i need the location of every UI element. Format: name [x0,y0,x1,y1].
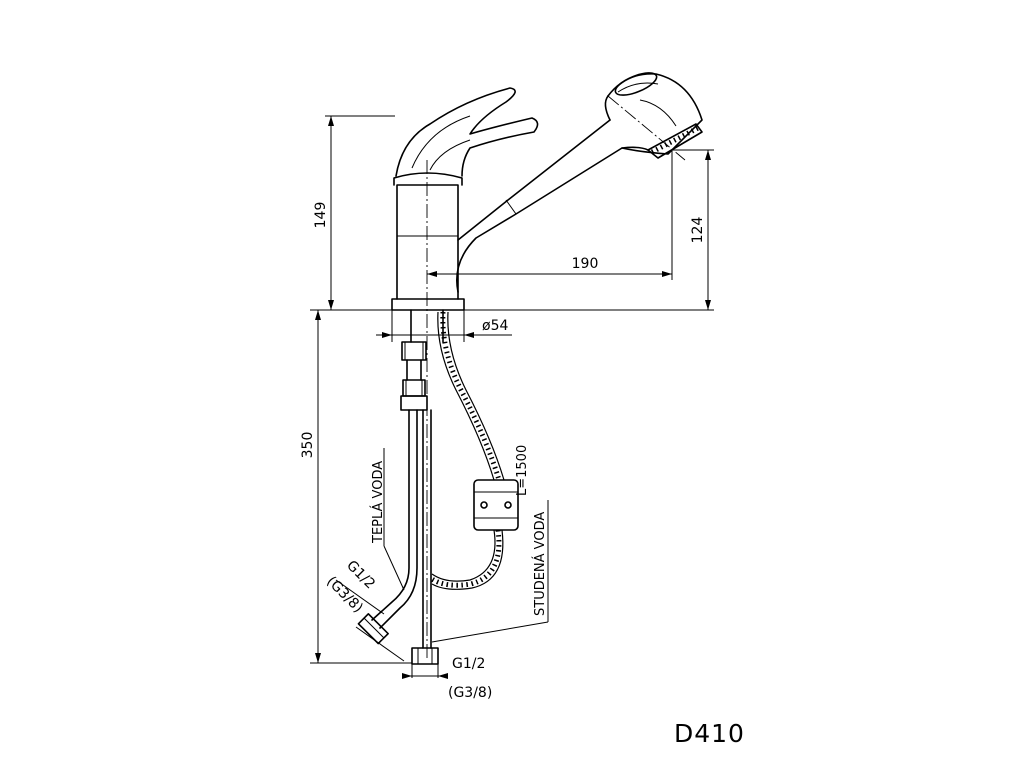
model-code: D410 [674,719,745,748]
dim-149-label: 149 [313,202,329,229]
dimension-190: 190 [427,150,673,280]
dim-diameter-label: ø54 [482,318,508,334]
pull-out-hose [430,311,519,590]
cold-thread-label: G1/2 [452,656,485,672]
cold-water-label: STUDENÁ VODA [532,512,548,616]
dimension-350: 350 [300,309,412,664]
hose-length-label: L=1500 [515,445,530,496]
dim-350-label: 350 [300,432,316,459]
cold-water-hose [402,409,448,679]
hot-water-hose [335,409,418,662]
dimension-diameter-54: ø54 [376,310,512,342]
faucet-body [391,87,539,311]
mounting-shank [400,309,444,411]
cold-thread-alt-label: (G3/8) [448,685,492,701]
pull-out-spout [456,72,703,293]
dim-190-label: 190 [572,256,599,272]
hot-water-label: TEPLÁ VODA [370,461,386,544]
dimension-124: 124 [464,149,714,311]
spray-centerline [607,95,686,161]
dimension-149: 149 [313,115,395,311]
dim-124-label: 124 [690,217,706,244]
